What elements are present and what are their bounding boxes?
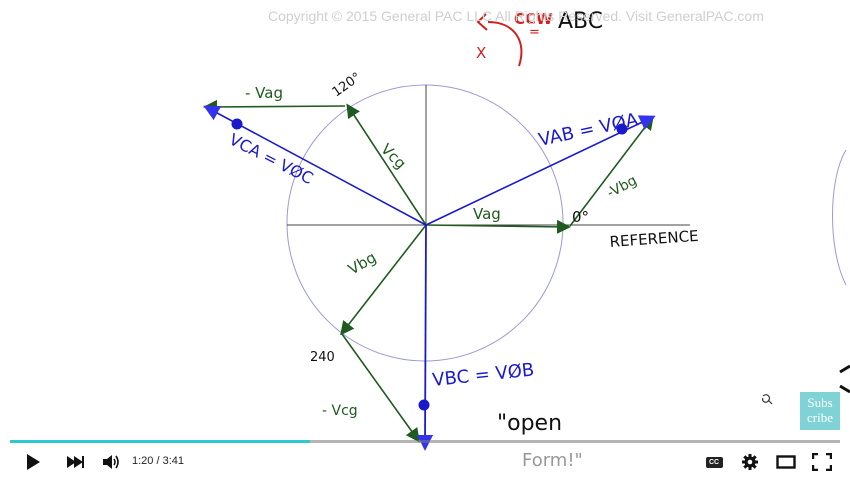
captions-icon: CC xyxy=(705,456,723,468)
progress-bar[interactable] xyxy=(10,440,840,443)
time-display: 1:20 / 3:41 xyxy=(132,455,184,467)
edge-circle-arc xyxy=(832,149,847,286)
label-equals: = xyxy=(529,25,540,40)
dot-v-ca xyxy=(231,118,243,130)
next-button[interactable] xyxy=(62,450,88,474)
label-x-mark: X xyxy=(476,44,486,62)
player-controls: 1:20 / 3:41 CC xyxy=(0,446,850,478)
captions-button[interactable]: CC xyxy=(702,450,726,474)
label-neg-v-ag: - Vag xyxy=(245,84,283,102)
edge-mark xyxy=(839,364,850,394)
label-v-ag: Vag xyxy=(473,205,501,223)
ccw-arrow xyxy=(487,21,523,67)
settings-button[interactable] xyxy=(738,450,762,474)
label-angle-120: 120° xyxy=(330,70,364,100)
subscribe-button[interactable]: Subs cribe xyxy=(800,392,840,430)
play-icon xyxy=(27,454,40,470)
vector-v-cg xyxy=(346,103,427,226)
cursor-scribble xyxy=(762,394,773,405)
play-button[interactable] xyxy=(20,450,46,474)
duration: 3:41 xyxy=(162,455,185,467)
volume-icon xyxy=(103,455,119,469)
vector-v-bg xyxy=(340,224,427,336)
label-v-bg: Vbg xyxy=(345,248,379,278)
vector-v-ag xyxy=(425,219,571,234)
progress-played xyxy=(10,440,310,443)
label-angle-240: 240 xyxy=(310,350,335,365)
dot-v-bc xyxy=(418,399,430,411)
label-v-bc: VBC = VØB xyxy=(431,359,535,391)
fullscreen-icon xyxy=(812,453,832,471)
vector-v-ca xyxy=(203,105,427,226)
copyright-watermark: Copyright © 2015 General PAC LLC All Rig… xyxy=(268,8,764,24)
gear-icon xyxy=(742,454,758,470)
vector-neg-v-ag xyxy=(203,99,346,114)
label-form: Form!" xyxy=(522,450,583,471)
ccw-arrowhead xyxy=(476,13,488,31)
vector-neg-v-cg xyxy=(341,333,420,443)
label-open: "open xyxy=(497,411,562,436)
theater-icon xyxy=(776,455,796,469)
vector-neg-v-bg xyxy=(569,115,654,227)
label-v-ab: VAB = VØA xyxy=(537,109,641,151)
label-neg-v-cg: - Vcg xyxy=(322,403,358,419)
subscribe-line-1: Subs xyxy=(807,395,833,410)
current-time: 1:20 xyxy=(132,455,154,467)
time-separator: / xyxy=(153,455,163,467)
label-abc: ABC xyxy=(558,9,603,34)
label-reference: REFERENCE xyxy=(609,227,699,251)
label-ccw: CCW xyxy=(514,10,553,28)
vector-v-bc xyxy=(417,224,434,451)
next-icon xyxy=(67,456,84,468)
volume-button[interactable] xyxy=(98,450,124,474)
label-angle-0: 0° xyxy=(572,208,589,226)
vector-v-ab xyxy=(425,115,656,226)
fullscreen-button[interactable] xyxy=(810,450,834,474)
theater-mode-button[interactable] xyxy=(774,450,798,474)
subscribe-line-2: cribe xyxy=(807,410,833,425)
dot-v-ab xyxy=(616,123,628,135)
label-v-cg: Vcg xyxy=(377,140,410,173)
label-neg-v-bg: -Vbg xyxy=(604,173,639,202)
